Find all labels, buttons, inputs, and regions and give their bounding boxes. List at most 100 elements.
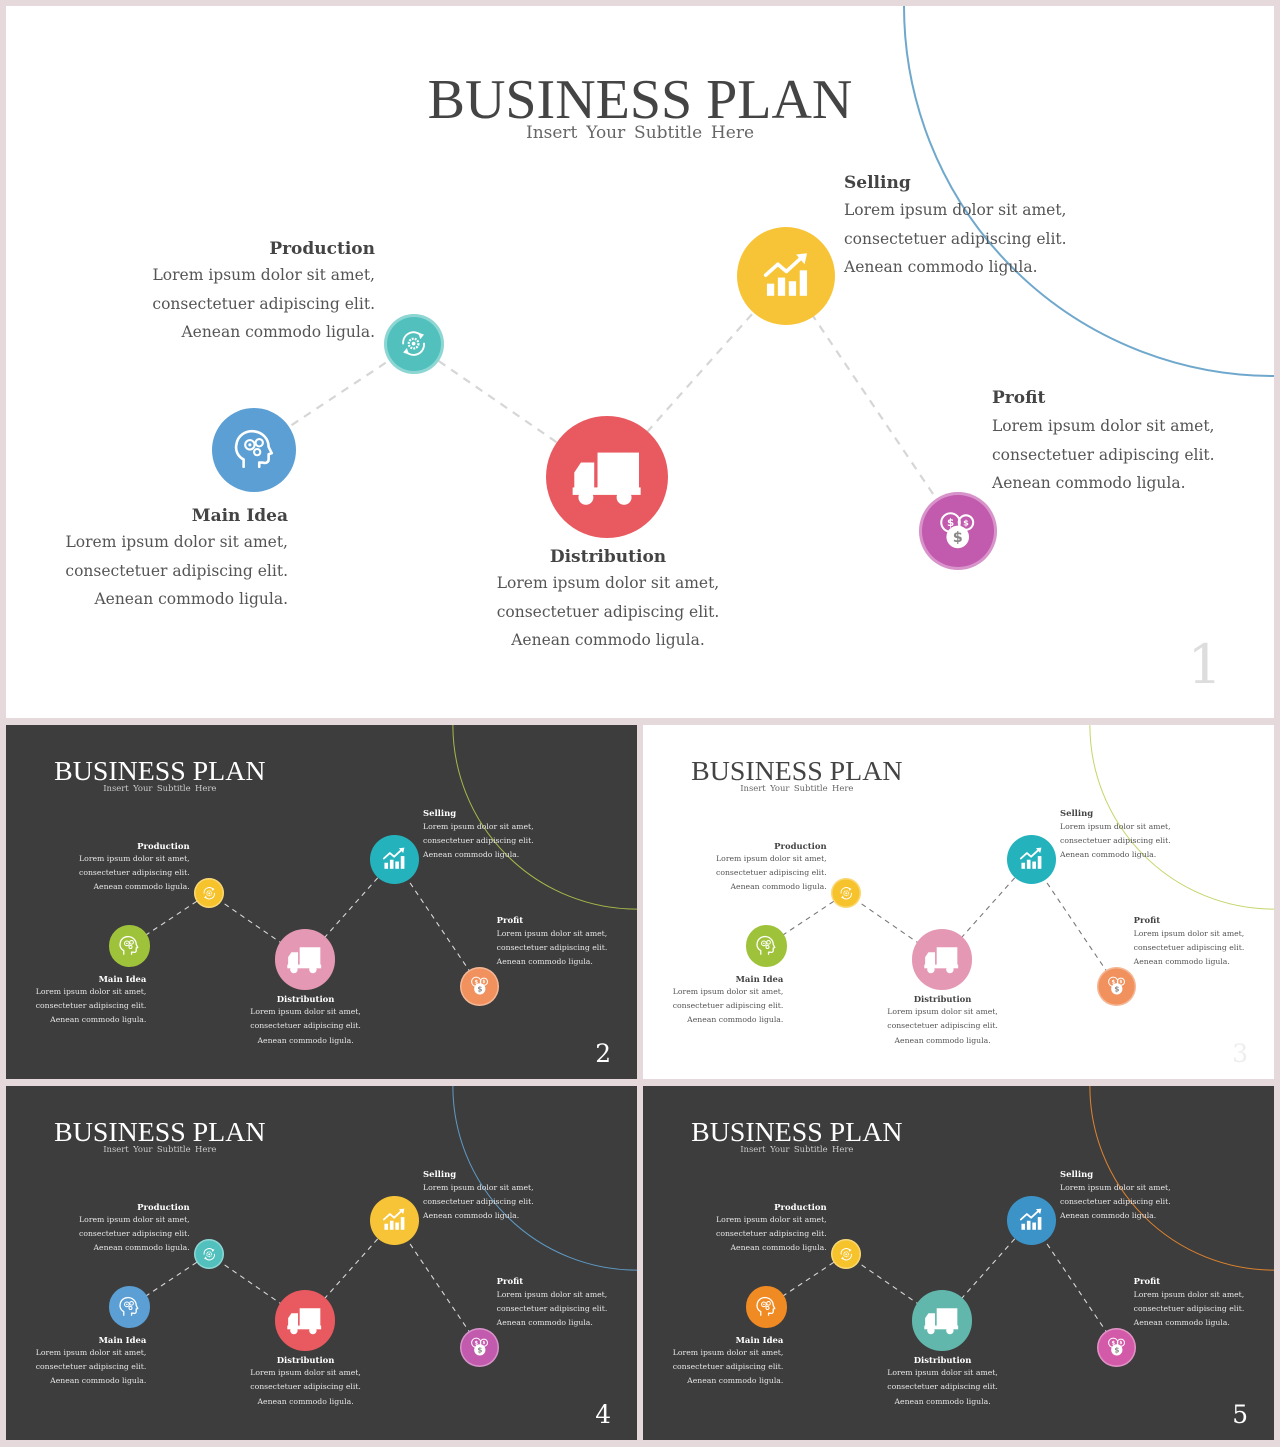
label-profit: Profit [1133, 915, 1161, 926]
label-main-idea: Main Idea [98, 973, 147, 984]
slide-number: 3 [1232, 1039, 1249, 1069]
label-profit: Profit [496, 1276, 524, 1287]
body-line: consectetuer adipiscing elit. [992, 445, 1215, 464]
node-main-idea [745, 1286, 788, 1328]
label-profit: Profit [992, 388, 1046, 408]
body-line: consectetuer adipiscing elit. [152, 294, 375, 313]
body-distribution: Lorem ipsum dolor sit amet,consectetuer … [843, 1005, 1042, 1048]
body-line: Aenean commodo ligula. [50, 1015, 147, 1025]
body-line: consectetuer adipiscing elit. [79, 1229, 190, 1239]
svg-text:$: $ [482, 1341, 485, 1346]
svg-text:$: $ [482, 980, 485, 985]
body-line: Lorem ipsum dolor sit amet, [672, 1347, 784, 1357]
svg-text:$: $ [1111, 1341, 1115, 1347]
body-line: Aenean commodo ligula. [423, 849, 520, 859]
body-line: Lorem ipsum dolor sit amet, [496, 1290, 608, 1300]
body-line: Aenean commodo ligula. [894, 1035, 991, 1045]
body-line: consectetuer adipiscing elit. [496, 943, 608, 953]
slide-title: BUSINESS PLAN [54, 755, 266, 787]
svg-text:$: $ [953, 530, 963, 546]
body-main-idea: Lorem ipsum dolor sit amet, consectetuer … [65, 528, 288, 614]
cycle-gear-icon [837, 884, 856, 903]
node-main-idea [745, 925, 788, 967]
connector-line [766, 1253, 847, 1308]
truck-icon [284, 939, 325, 980]
label-distribution: Distribution [913, 994, 972, 1005]
body-line: consectetuer adipiscing elit. [65, 561, 288, 580]
node-selling [737, 227, 835, 325]
truck-icon [284, 1300, 325, 1341]
coins-icon: $$$ [1104, 973, 1130, 999]
body-line: consectetuer adipiscing elit. [1133, 943, 1245, 953]
decorative-arc [1089, 725, 1274, 910]
body-line: consectetuer adipiscing elit. [423, 1196, 534, 1206]
body-line: Aenean commodo ligula. [257, 1396, 354, 1406]
body-line: Lorem ipsum dolor sit amet, [65, 533, 289, 551]
body-selling: Lorem ipsum dolor sit amet,consectetuer … [423, 820, 534, 863]
coins-icon: $$$ [932, 505, 983, 556]
body-line: Lorem ipsum dolor sit amet, [496, 574, 720, 592]
node-production [194, 878, 224, 909]
body-line: Aenean commodo ligula. [1133, 957, 1230, 967]
body-selling: Lorem ipsum dolor sit amet,consectetuer … [423, 1181, 534, 1224]
growth-chart-icon [379, 1205, 409, 1235]
body-line: Aenean commodo ligula. [844, 258, 1038, 276]
coins-icon: $$$ [1104, 1334, 1130, 1360]
decorative-arc [452, 1086, 637, 1271]
connector-line [393, 1220, 481, 1348]
body-profit: Lorem ipsum dolor sit amet, consectetuer … [497, 1288, 608, 1331]
connector-line [393, 859, 481, 987]
body-line: consectetuer adipiscing elit. [887, 1382, 998, 1392]
node-main-idea [108, 925, 151, 967]
body-line: Aenean commodo ligula. [687, 1015, 784, 1025]
body-line: Lorem ipsum dolor sit amet, [1133, 929, 1245, 939]
body-main-idea: Lorem ipsum dolor sit amet,consectetuer … [36, 1346, 147, 1389]
label-production: Production [774, 840, 827, 851]
node-distribution [546, 416, 668, 538]
node-selling [1006, 1195, 1056, 1245]
slide-number: 1 [1187, 633, 1222, 696]
label-production: Production [137, 840, 190, 851]
body-line: Lorem ipsum dolor sit amet, [79, 853, 190, 863]
body-line: Lorem ipsum dolor sit amet, [992, 417, 1215, 435]
body-profit: Lorem ipsum dolor sit amet, consectetuer … [992, 412, 1215, 498]
cycle-gear-icon [200, 884, 219, 903]
node-profit: $$$ [1097, 966, 1137, 1006]
node-distribution [274, 929, 336, 990]
svg-text:$: $ [477, 1346, 482, 1355]
body-line: Aenean commodo ligula. [93, 882, 190, 892]
coins-icon: $$$ [467, 973, 493, 999]
label-selling: Selling [1060, 808, 1094, 819]
body-line: consectetuer adipiscing elit. [250, 1382, 361, 1392]
node-main-idea [108, 1286, 151, 1328]
head-gears-icon [116, 1294, 142, 1320]
label-profit: Profit [1133, 1276, 1161, 1287]
body-line: Lorem ipsum dolor sit amet, [887, 1007, 998, 1017]
growth-chart-icon [379, 844, 409, 874]
slide-number: 4 [595, 1400, 612, 1430]
decorative-arc [1089, 1086, 1274, 1271]
body-line: consectetuer adipiscing elit. [496, 1304, 608, 1314]
body-line: consectetuer adipiscing elit. [423, 835, 534, 845]
body-line: consectetuer adipiscing elit. [79, 868, 190, 878]
body-line: Lorem ipsum dolor sit amet, [844, 201, 1067, 219]
head-gears-icon [753, 1294, 779, 1320]
body-line: Aenean commodo ligula. [1133, 1318, 1230, 1328]
slide-title: BUSINESS PLAN [427, 69, 853, 131]
body-production: Lorem ipsum dolor sit amet,consectetuer … [152, 261, 375, 347]
head-gears-icon [116, 933, 142, 959]
label-main-idea: Main Idea [98, 1334, 147, 1345]
node-selling [369, 834, 419, 884]
body-line: consectetuer adipiscing elit. [672, 1361, 784, 1371]
connector-line [1030, 859, 1118, 987]
connector-line [129, 1253, 210, 1308]
body-line: Aenean commodo ligula. [894, 1396, 991, 1406]
label-distribution: Distribution [913, 1355, 972, 1366]
label-distribution: Distribution [276, 1355, 335, 1366]
body-main-idea: Lorem ipsum dolor sit amet,consectetuer … [36, 985, 147, 1028]
